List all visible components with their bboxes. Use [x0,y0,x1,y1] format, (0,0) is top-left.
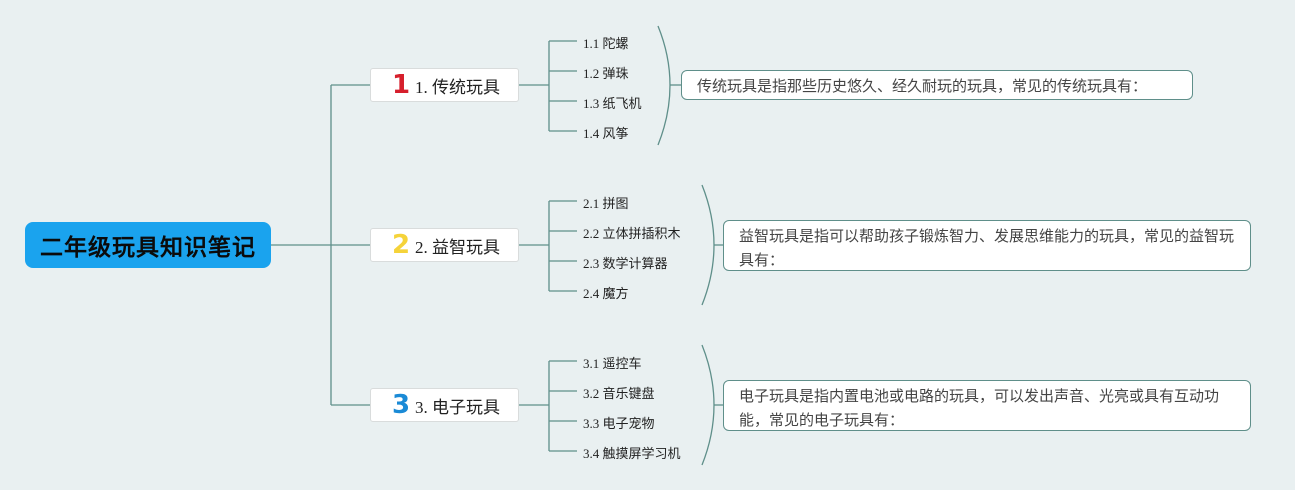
branch-label: 1. 传统玩具 [415,77,500,97]
leaf-item[interactable]: 2.3 数学计算器 [583,256,668,271]
number-1-icon: 1 [391,70,411,100]
brace-1 [657,25,671,146]
branch-electronic-toys[interactable]: 3 3. 电子玩具 [370,388,519,422]
branch-label: 2. 益智玩具 [415,237,500,257]
leaf-item[interactable]: 3.1 遥控车 [583,356,642,371]
leaf-item[interactable]: 2.4 魔方 [583,286,629,301]
note-text: 益智玩具是指可以帮助孩子锻炼智力、发展思维能力的玩具，常见的益智玩具有： [739,227,1235,269]
brace-2 [701,184,715,306]
note-text: 电子玩具是指内置电池或电路的玩具，可以发出声音、光亮或具有互动功能，常见的电子玩… [739,387,1220,429]
note-electronic-toys[interactable]: 电子玩具是指内置电池或电路的玩具，可以发出声音、光亮或具有互动功能，常见的电子玩… [723,380,1251,431]
branch-educational-toys[interactable]: 2 2. 益智玩具 [370,228,519,262]
note-traditional-toys[interactable]: 传统玩具是指那些历史悠久、经久耐玩的玩具，常见的传统玩具有： [681,70,1193,100]
root-topic[interactable]: 二年级玩具知识笔记 [25,222,271,268]
note-educational-toys[interactable]: 益智玩具是指可以帮助孩子锻炼智力、发展思维能力的玩具，常见的益智玩具有： [723,220,1251,271]
number-2-icon: 2 [391,230,411,260]
leaf-item[interactable]: 3.4 触摸屏学习机 [583,446,681,461]
leaf-item[interactable]: 3.3 电子宠物 [583,416,655,431]
branch-traditional-toys[interactable]: 1 1. 传统玩具 [370,68,519,102]
leaf-item[interactable]: 1.4 风筝 [583,126,629,141]
leaf-item[interactable]: 3.2 音乐键盘 [583,386,655,401]
note-text: 传统玩具是指那些历史悠久、经久耐玩的玩具，常见的传统玩具有： [697,77,1148,95]
branch-label: 3. 电子玩具 [415,397,500,417]
branch-1-leaf-connector [519,40,577,132]
branch-3-leaf-connector [519,360,577,452]
leaf-item[interactable]: 1.1 陀螺 [583,36,629,51]
leaf-item[interactable]: 2.2 立体拼插积木 [583,226,681,241]
root-title: 二年级玩具知识笔记 [40,235,256,261]
number-3-icon: 3 [391,390,411,420]
leaf-item[interactable]: 2.1 拼图 [583,196,629,211]
leaf-item[interactable]: 1.3 纸飞机 [583,96,642,111]
brace-3 [701,344,715,466]
leaf-item[interactable]: 1.2 弹珠 [583,66,629,81]
branch-2-leaf-connector [519,200,577,292]
